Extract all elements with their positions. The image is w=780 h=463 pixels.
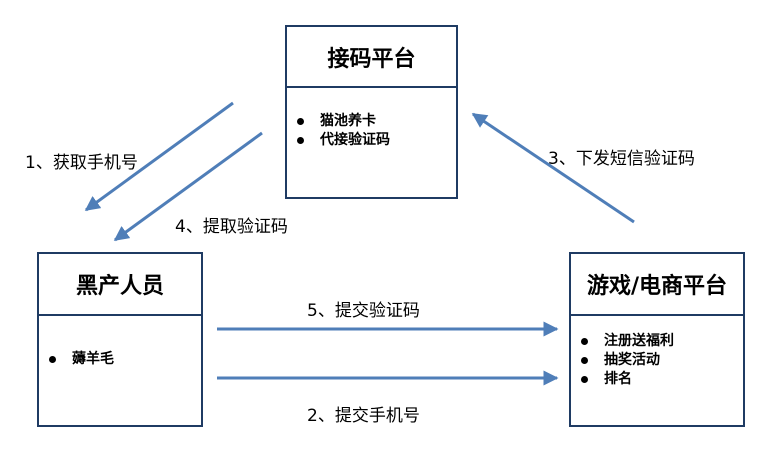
arrow-get-phone (84, 101, 234, 212)
arrow-send-sms (471, 112, 635, 224)
bullet-icon (581, 357, 588, 364)
bullet-icon (297, 137, 304, 144)
list-item: 注册送福利 (581, 332, 733, 351)
game-platform-list: 注册送福利 抽奖活动 排名 (581, 332, 733, 389)
list-item: 抽奖活动 (581, 351, 733, 370)
bullet-icon (581, 338, 588, 345)
sms-platform-title: 接码平台 (287, 27, 456, 88)
label-step5: 5、提交验证码 (307, 301, 420, 321)
game-platform-box: 游戏/电商平台 注册送福利 抽奖活动 排名 (569, 252, 745, 427)
label-step4: 4、提取验证码 (175, 217, 288, 237)
list-item: 排名 (581, 370, 733, 389)
label-step3: 3、下发短信验证码 (548, 149, 695, 169)
label-step1: 1、获取手机号 (25, 153, 138, 173)
blackmarket-list: 薅羊毛 (49, 350, 191, 369)
bullet-icon (297, 118, 304, 125)
sms-platform-list: 猫池养卡 代接验证码 (297, 112, 446, 150)
blackmarket-title: 黑产人员 (39, 254, 201, 316)
blackmarket-box: 黑产人员 薅羊毛 (37, 252, 203, 427)
label-step2: 2、提交手机号 (307, 406, 420, 426)
list-item: 代接验证码 (297, 131, 446, 150)
bullet-icon (49, 356, 56, 363)
list-item: 猫池养卡 (297, 112, 446, 131)
list-item: 薅羊毛 (49, 350, 191, 369)
bullet-icon (581, 376, 588, 383)
sms-platform-box: 接码平台 猫池养卡 代接验证码 (285, 25, 458, 199)
game-platform-title: 游戏/电商平台 (571, 254, 743, 316)
arrow-fetch-code (113, 131, 263, 242)
